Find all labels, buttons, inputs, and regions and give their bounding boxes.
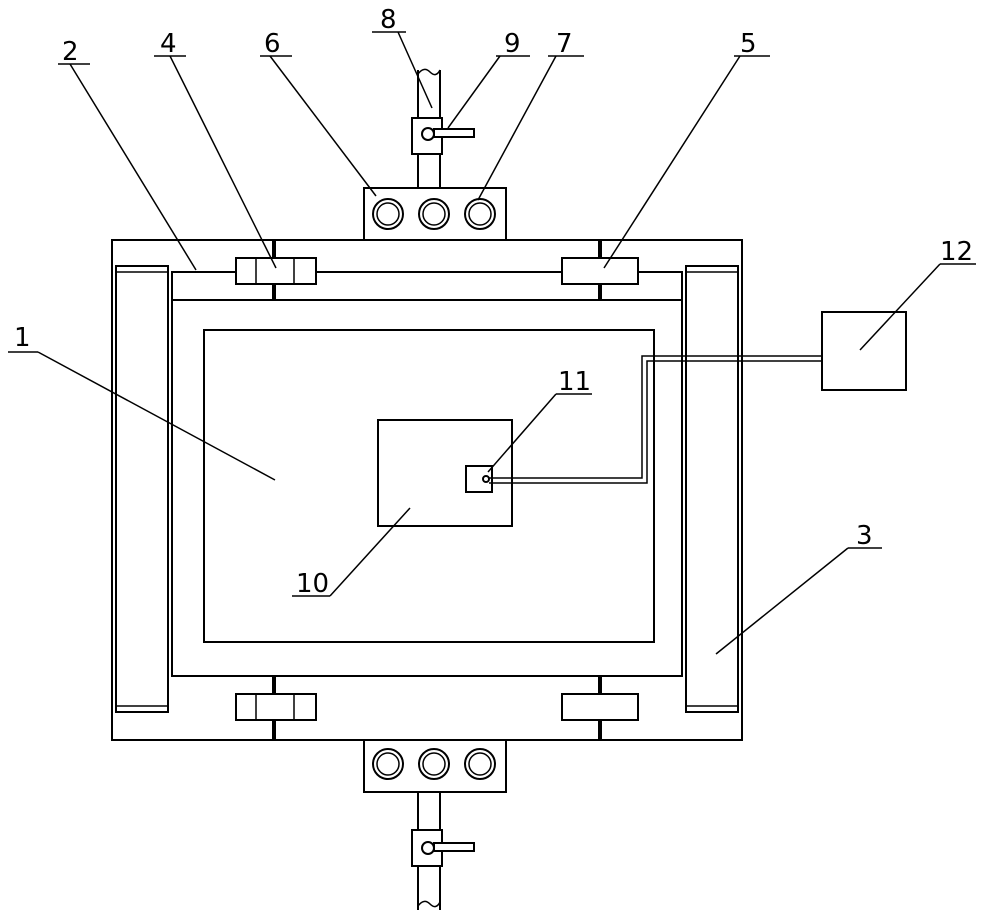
label-12: 12	[940, 237, 973, 267]
label-8: 8	[380, 5, 397, 35]
label-3: 3	[856, 521, 873, 551]
right-side-rail	[685, 265, 739, 713]
label-6: 6	[264, 29, 281, 59]
label-7: 7	[556, 29, 573, 59]
slider-bottom-left	[235, 676, 317, 740]
cable	[489, 355, 826, 479]
sensor	[465, 465, 493, 493]
label-4: 4	[160, 29, 177, 59]
bottom-rod	[411, 792, 475, 910]
label-11: 11	[558, 367, 591, 397]
label-9: 9	[504, 29, 521, 59]
label-5: 5	[740, 29, 757, 59]
control-unit	[821, 311, 907, 391]
slider-bottom-right	[561, 676, 639, 740]
sensor-port	[482, 475, 490, 483]
label-1: 1	[14, 323, 31, 353]
slider-top-right	[561, 240, 639, 300]
label-2: 2	[62, 37, 79, 67]
left-side-rail	[115, 265, 169, 713]
top-rod	[411, 68, 475, 188]
cable-inner	[489, 360, 826, 484]
slider-top-left	[235, 240, 317, 300]
label-10: 10	[296, 569, 329, 599]
top-clamp	[363, 187, 507, 241]
bottom-clamp	[363, 739, 507, 793]
leader-lines	[8, 31, 976, 655]
